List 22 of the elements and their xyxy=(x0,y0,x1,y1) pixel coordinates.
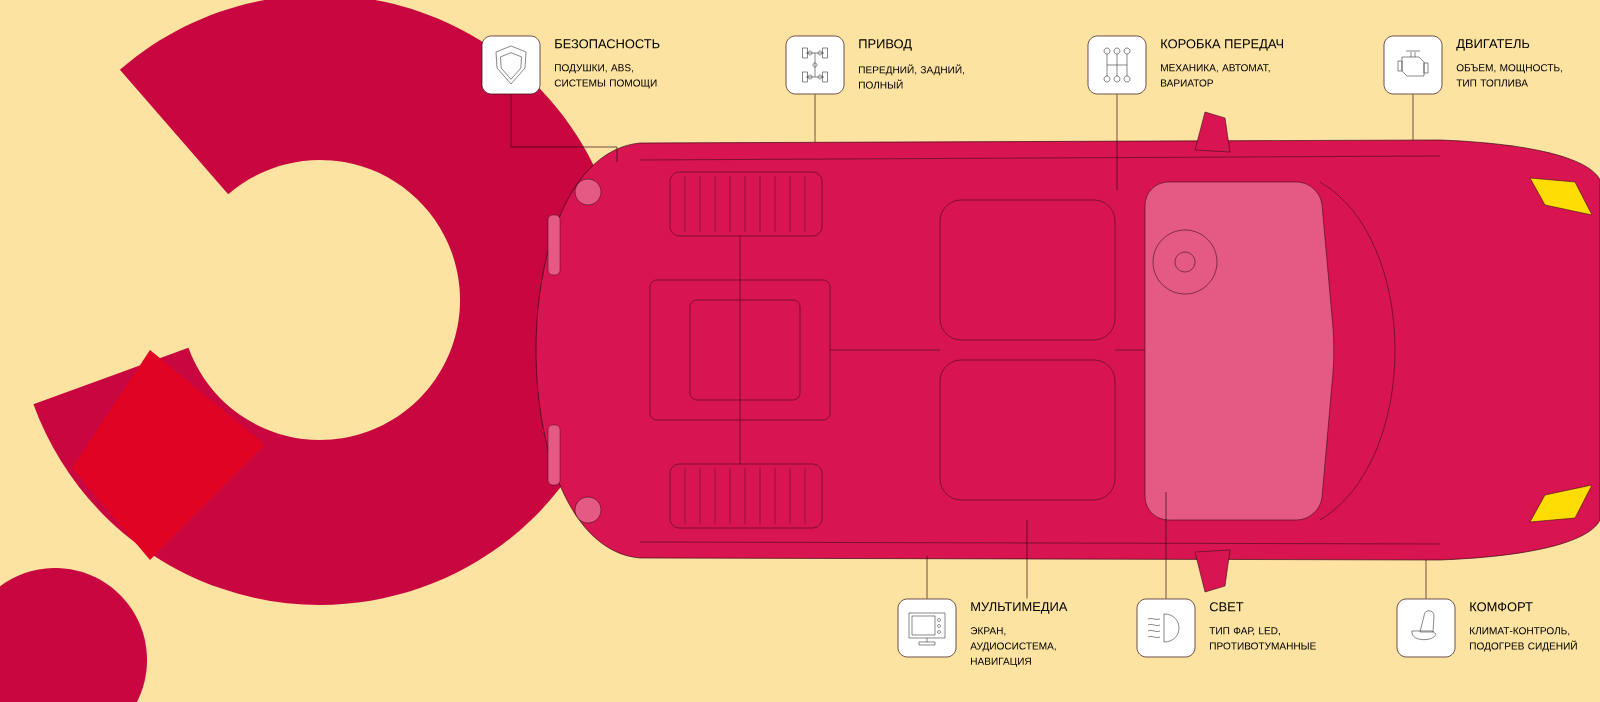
description: ЭКРАН, АУДИОСИСТЕМА, НАВИГАЦИЯ xyxy=(970,627,1056,667)
leader-line xyxy=(1412,94,1414,141)
description: ПОДУШКИ, ABS, СИСТЕМЫ ПОМОЩИ xyxy=(554,64,657,89)
description: МЕХАНИКА, АВТОМАТ, ВАРИАТОР xyxy=(1161,64,1270,87)
heading: СВЕТ xyxy=(1209,602,1244,612)
heading: ПРИВОД xyxy=(859,39,912,51)
leader-line xyxy=(1026,519,1028,599)
leader-line xyxy=(510,94,618,163)
heading: КОМФОРТ xyxy=(1470,602,1533,612)
leader-line xyxy=(1165,491,1167,599)
heading: КОРОБКА ПЕРЕДАЧ xyxy=(1161,39,1283,51)
description: ОБЪЕМ, МОЩНОСТЬ, ТИП ТОПЛИВА xyxy=(1456,64,1562,87)
leader-line xyxy=(926,555,928,599)
heading: ДВИГАТЕЛЬ xyxy=(1456,39,1530,51)
leader-line xyxy=(814,94,816,143)
heading: МУЛЬТИМЕДИА xyxy=(971,602,1068,614)
description: КЛИМАТ-КОНТРОЛЬ, ПОДОГРЕВ СИДЕНИЙ xyxy=(1470,627,1577,652)
leader-line xyxy=(1116,94,1118,191)
leader-line xyxy=(1425,559,1427,599)
heading: БЕЗОПАСНОСТЬ xyxy=(555,39,660,49)
description: ТИП ФАР, LED, ПРОТИВОТУМАННЫЕ xyxy=(1209,627,1316,650)
description: ПЕРЕДНИЙ, ЗАДНИЙ, ПОЛНЫЙ xyxy=(859,64,964,89)
